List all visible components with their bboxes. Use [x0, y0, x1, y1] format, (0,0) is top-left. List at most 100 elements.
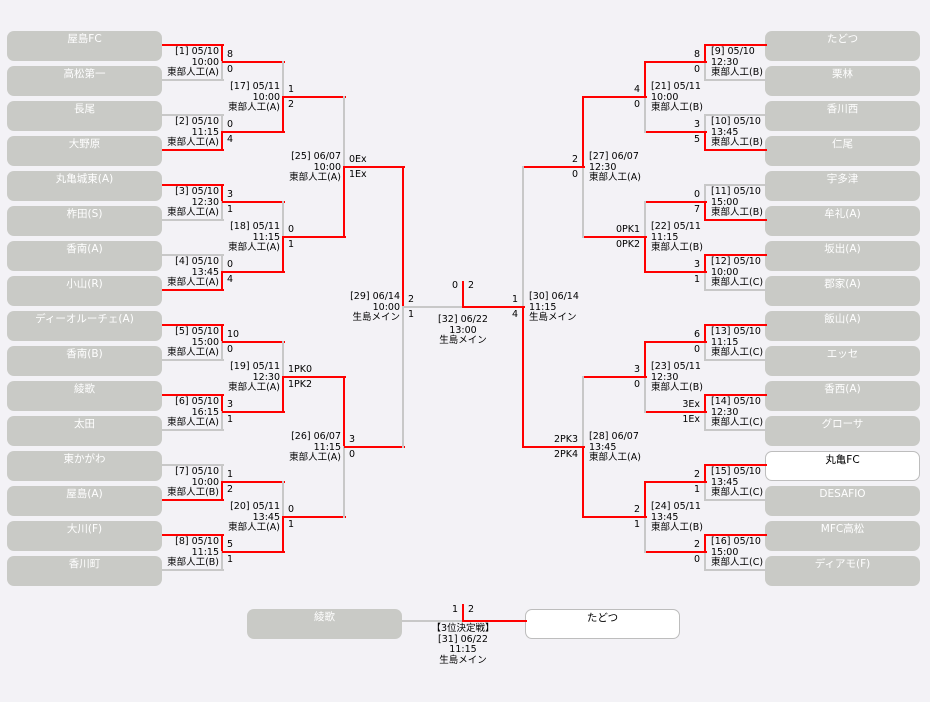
match-venue: 東部人工(A) [228, 522, 280, 533]
match-score: 5 [693, 134, 700, 145]
bracket-line [644, 481, 646, 518]
team-box[interactable]: 長尾 [7, 101, 162, 131]
bracket-line [522, 166, 524, 308]
team-box[interactable]: 高松第一 [7, 66, 162, 96]
bracket-line [221, 394, 223, 413]
team-box[interactable]: 丸亀FC [765, 451, 920, 481]
team-box[interactable]: 坂出(A) [765, 241, 920, 271]
team-box[interactable]: 郡家(A) [765, 276, 920, 306]
team-box[interactable]: ディーオルーチェ(A) [7, 311, 162, 341]
bracket-line [221, 411, 223, 431]
team-box[interactable]: 仁尾 [765, 136, 920, 166]
match-score: 0 [693, 554, 700, 565]
match-score: 1 [227, 204, 234, 215]
match-score: 1 [511, 294, 518, 305]
team-box[interactable]: 香南(B) [7, 346, 162, 376]
match-venue: 東部人工(B) [167, 557, 219, 568]
team-box[interactable]: 屋島(A) [7, 486, 162, 516]
team-box[interactable]: 東かがわ [7, 451, 162, 481]
team-box[interactable]: 大野原 [7, 136, 162, 166]
match-venue: 東部人工(B) [651, 102, 703, 113]
team-box[interactable]: グローサ [765, 416, 920, 446]
bracket-line [645, 481, 707, 483]
match-score: 6 [693, 329, 700, 340]
bracket-line [705, 184, 767, 186]
team-box[interactable]: 宇多津 [765, 171, 920, 201]
match-score: 1 [227, 414, 234, 425]
match-no: [13] 05/10 [711, 326, 761, 337]
team-box[interactable]: 柞田(S) [7, 206, 162, 236]
match-time: 13:45 [711, 126, 739, 138]
match-time: 12:30 [252, 371, 280, 383]
team-box[interactable]: DESAFIO [765, 486, 920, 516]
match-score: 0Ex [349, 154, 367, 165]
team-box[interactable]: 小山(R) [7, 276, 162, 306]
bracket-line [222, 201, 285, 203]
team-box[interactable]: エッセ [765, 346, 920, 376]
match-score: 2 [408, 294, 415, 305]
team-box[interactable]: MFC高松 [765, 521, 920, 551]
team-box[interactable]: 牟礼(A) [765, 206, 920, 236]
team-box[interactable]: たどつ [525, 609, 680, 639]
bracket-line [705, 394, 767, 396]
bracket-line [221, 464, 223, 483]
bracket-line [343, 376, 345, 448]
bracket-line [582, 376, 584, 448]
match-score: 1 [288, 239, 295, 250]
team-box[interactable]: 香川西 [765, 101, 920, 131]
team-box[interactable]: 香西(A) [765, 381, 920, 411]
team-box[interactable]: 大川(F) [7, 521, 162, 551]
match-no: [12] 05/10 [711, 256, 761, 267]
match-no: [7] 05/10 [175, 466, 219, 477]
match-score: 0 [633, 379, 640, 390]
match-score: 0 [288, 504, 295, 515]
match-time: 10:00 [313, 161, 341, 173]
match-venue: 東部人工(A) [167, 207, 219, 218]
match-title: 【3位決定戦】 [431, 623, 495, 634]
bracket-line [523, 446, 585, 448]
match-score: 0 [693, 344, 700, 355]
team-box[interactable]: 丸亀城東(A) [7, 171, 162, 201]
bracket-line [704, 61, 706, 81]
match-venue: 東部人工(A) [167, 417, 219, 428]
bracket-line [523, 166, 585, 168]
match-venue: 東部人工(B) [651, 242, 703, 253]
match-time: 13:45 [252, 511, 280, 523]
match-no: [3] 05/10 [175, 186, 219, 197]
bracket-line [283, 96, 346, 98]
bracket-line [644, 61, 646, 98]
team-box[interactable]: 太田 [7, 416, 162, 446]
bracket-line [704, 201, 706, 221]
team-box[interactable]: 屋島FC [7, 31, 162, 61]
match-score: 1PK0 [288, 364, 313, 375]
team-box[interactable]: 綾歌 [7, 381, 162, 411]
match-time: 13:45 [191, 266, 219, 278]
match-score: 2 [468, 280, 475, 291]
match-score: 1Ex [349, 169, 367, 180]
bracket-line [704, 481, 706, 501]
team-box[interactable]: 飯山(A) [765, 311, 920, 341]
match-score: 1 [288, 519, 295, 530]
team-box[interactable]: 香川町 [7, 556, 162, 586]
team-box[interactable]: 栗林 [765, 66, 920, 96]
match-no: [21] 05/11 [651, 81, 701, 92]
match-venue: 東部人工(B) [167, 487, 219, 498]
team-box[interactable]: 香南(A) [7, 241, 162, 271]
bracket-line [462, 604, 464, 622]
bracket-line [344, 166, 405, 168]
team-box[interactable]: 綾歌 [247, 609, 402, 639]
match-venue: 東部人工(A) [228, 102, 280, 113]
match-venue: 東部人工(A) [167, 347, 219, 358]
team-box[interactable]: ディアモ(F) [765, 556, 920, 586]
bracket-line [705, 114, 767, 116]
team-box[interactable]: たどつ [765, 31, 920, 61]
bracket-line [644, 96, 646, 133]
bracket-line [162, 569, 224, 571]
bracket-line [645, 341, 707, 343]
match-score: 1 [288, 84, 295, 95]
